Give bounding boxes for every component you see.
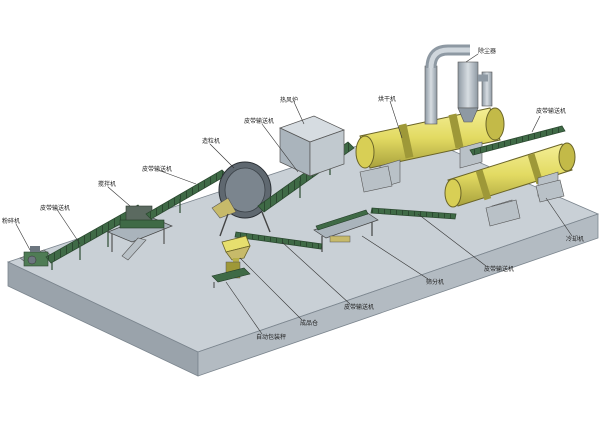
- label-belt-conveyor-lower: 皮带输送机: [344, 304, 375, 311]
- label-crusher: 粉碎机: [2, 218, 21, 225]
- label-belt-conveyor-right: 皮带输送机: [536, 108, 567, 115]
- label-finished-bin: 成品仓: [300, 320, 319, 327]
- label-granulator: 造粒机: [202, 138, 221, 145]
- belt-conveyor-lower: [234, 231, 323, 250]
- label-cyclone: 除尘器: [478, 48, 497, 55]
- hot-air-stove: [279, 115, 345, 177]
- label-belt-conveyor-left: 皮带输送机: [40, 205, 71, 212]
- auto-packer: [211, 261, 251, 288]
- label-screener: 筛分机: [426, 279, 445, 286]
- label-mixer: 搅拌机: [98, 181, 117, 188]
- label-cooler: 冷却机: [566, 236, 585, 243]
- belt-conveyor-bottom: [370, 207, 457, 220]
- belt-conveyor-right: [469, 125, 566, 156]
- label-auto-packer: 自动包装秤: [256, 334, 287, 341]
- cyclone-duct: [424, 44, 493, 125]
- label-hot-air-stove: 热风炉: [280, 97, 299, 104]
- granulator: [211, 161, 272, 237]
- screener: [313, 209, 379, 252]
- label-dryer: 烘干机: [378, 96, 397, 103]
- label-belt-conveyor-3: 皮带输送机: [244, 118, 275, 125]
- equipment-bases: [359, 165, 565, 227]
- label-belt-conveyor-bottom: 皮带输送机: [484, 266, 515, 273]
- mixer: [107, 205, 173, 261]
- leader-lines: [15, 53, 573, 335]
- label-belt-conveyor-2: 皮带输送机: [142, 166, 173, 173]
- platform-side: [197, 213, 599, 377]
